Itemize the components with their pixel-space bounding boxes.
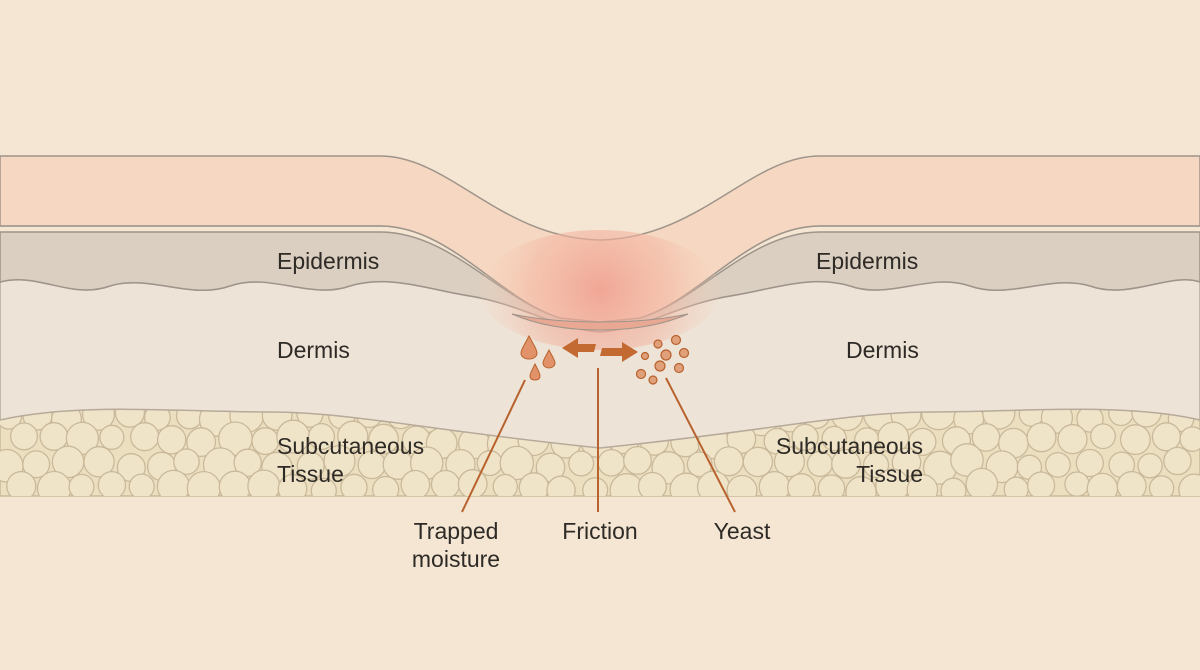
fat-cell [696, 470, 731, 496]
fat-cell [310, 477, 337, 496]
fat-cell [492, 473, 519, 496]
fat-cell [518, 472, 550, 496]
fat-cell [791, 423, 819, 451]
fat-cell [1044, 451, 1071, 478]
label-epidermis-left: Epidermis [277, 248, 380, 274]
fat-cell [36, 470, 72, 496]
water-drop-icon [520, 334, 556, 381]
fat-cell [877, 421, 910, 454]
fat-cell [546, 475, 576, 496]
fat-cell [817, 474, 846, 496]
fat-cell [726, 474, 758, 496]
fat-cell [307, 422, 336, 451]
fat-cell [908, 427, 937, 457]
fat-cell [156, 425, 187, 455]
callout-friction: Friction [562, 518, 638, 544]
fat-cell [845, 476, 877, 496]
fat-cell [114, 409, 146, 428]
fat-cell [906, 473, 939, 496]
fat-cell [862, 451, 890, 479]
inflammation-area [480, 230, 720, 350]
fat-cell [965, 467, 999, 496]
fat-cell [430, 469, 461, 496]
fat-cell [218, 470, 252, 496]
epidermis-layer [0, 231, 1200, 333]
fat-cell [39, 422, 69, 451]
fat-cell [1151, 422, 1182, 452]
fat-cell [637, 471, 667, 496]
fat-cell [1090, 423, 1116, 450]
fat-cell [277, 474, 308, 496]
fat-cell [233, 448, 262, 478]
fat-cell [1116, 470, 1147, 496]
fat-cell [156, 469, 191, 496]
fat-cell [1148, 475, 1175, 496]
fat-cell [821, 425, 847, 452]
fat-cell [499, 445, 535, 481]
fat-cell [1178, 473, 1200, 496]
fat-cell [568, 450, 595, 477]
fat-cell [940, 477, 967, 496]
fat-cell [1119, 424, 1151, 456]
fat-cell [1064, 471, 1090, 496]
label-subcutaneous-left: Subcutaneous Tissue [277, 433, 425, 487]
callout-line-yeast [665, 377, 736, 513]
double-arrow-icon [562, 338, 638, 362]
fat-cell [340, 473, 368, 496]
fat-cell [186, 427, 217, 458]
fat-cell [1086, 472, 1119, 496]
fat-cell [597, 448, 626, 477]
fat-cell [68, 473, 95, 496]
fat-cell [1003, 476, 1029, 496]
callout-line-moisture [461, 379, 526, 513]
fat-cell [1026, 422, 1057, 453]
fat-cell [247, 469, 281, 496]
fat-cell [173, 448, 200, 476]
fat-cell [1163, 446, 1192, 476]
fat-cell [251, 427, 280, 456]
fat-cell [400, 469, 431, 496]
fat-cell [130, 422, 160, 452]
fat-cell [323, 444, 356, 478]
fat-cell [1137, 452, 1163, 479]
label-subcutaneous-right: Subcutaneous Tissue [775, 433, 923, 487]
callout-trapped-moisture: Trapped moisture [411, 518, 501, 572]
fat-cell [9, 422, 39, 451]
yeast-cells-icon [635, 334, 690, 385]
label-dermis-right: Dermis [846, 337, 919, 363]
callout-yeast: Yeast [713, 518, 771, 544]
fat-cell [623, 445, 652, 475]
fat-cell [6, 470, 37, 496]
fat-cell [81, 409, 116, 431]
fat-cell [128, 473, 155, 496]
fat-cell [786, 473, 817, 496]
fat-cell [186, 470, 221, 496]
fold-crease [511, 313, 689, 331]
fat-cell [1057, 424, 1088, 455]
fat-cell [831, 448, 861, 479]
fat-cell [982, 409, 1016, 430]
fat-cell [686, 451, 713, 478]
fat-cells [0, 409, 1200, 496]
fat-cell [83, 446, 115, 478]
fat-cell [99, 424, 125, 450]
label-epidermis-right: Epidermis [816, 248, 919, 274]
fat-cell [337, 420, 369, 452]
fat-cell [582, 477, 609, 496]
label-dermis-left: Dermis [277, 337, 350, 363]
fat-cell [742, 446, 774, 478]
fat-cell [22, 450, 51, 479]
fat-cell [1075, 448, 1104, 478]
fat-cell [372, 475, 400, 496]
fat-cell [950, 443, 984, 477]
fat-cell [773, 446, 805, 478]
fat-cell [1026, 471, 1056, 496]
fat-cell [457, 469, 488, 496]
fat-cell [368, 423, 399, 455]
fat-cell [1179, 426, 1200, 452]
fat-cell [97, 470, 127, 496]
